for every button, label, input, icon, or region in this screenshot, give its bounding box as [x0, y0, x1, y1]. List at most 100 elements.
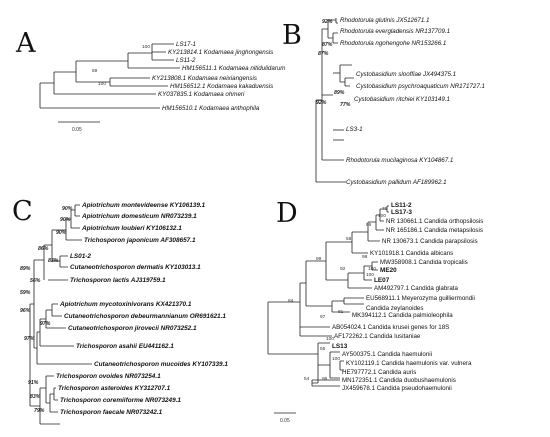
bootstrap-a-3: 100 — [98, 81, 106, 87]
leaf-b-8: Rhodotorula mucilaginosa KY104867.1 — [346, 157, 453, 164]
leaf-c-2: Apiotrichum domesticum NR073239.1 — [81, 213, 197, 220]
bootstrap-d-3: 96 — [366, 222, 372, 228]
panel-c-branches — [29, 204, 92, 425]
bootstrap-d-6: 98 — [362, 254, 368, 260]
bootstrap-d-8: 92 — [340, 266, 346, 272]
leaf-d-21: JX459678.1 Candida pseudohaemulonii — [342, 385, 452, 392]
leaf-c-11: Trichosporon asahii EU441162.1 — [76, 343, 174, 350]
panel-d: D LS11-2 LS17-3 NR 130661.1 Can — [267, 198, 483, 424]
scale-label-d: 0.05 — [280, 418, 290, 424]
bootstrap-d-4: 58 — [346, 236, 352, 242]
bootstrap-d-5: 100 — [368, 266, 376, 272]
bootstrap-c-5: 83% — [48, 258, 59, 264]
bootstrap-b-5: 77% — [340, 102, 351, 108]
leaf-d-2: LS17-3 — [391, 209, 412, 216]
leaf-c-15: Trichosporon coremiiforme NR073249.1 — [60, 397, 181, 404]
panel-a: A LS17-1 KY213814.1 Kodamaea jinghongens… — [15, 28, 285, 133]
panel-letter-d: D — [276, 198, 298, 229]
leaf-b-7: LS3-1 — [346, 126, 363, 133]
leaf-c-10: Cutaneotrichosporon jirovecii NR073252.1 — [68, 325, 197, 332]
bootstrap-c-8: 59% — [20, 290, 31, 296]
panel-letter-b: B — [282, 20, 302, 51]
leaf-d-20: MN172351.1 Candida duobushaemulonis — [342, 377, 456, 384]
leaf-d-5: NR 130673.1 Candida parapsilosis — [382, 238, 478, 245]
bootstrap-d-14: 55 — [320, 346, 326, 352]
bootstrap-a-1: 100 — [142, 44, 150, 50]
leaf-d-19: HE797772.1 Candida auris — [342, 369, 416, 376]
leaf-b-6: Cystobasidium ritchiei KY103149.1 — [354, 96, 450, 103]
leaf-b-4: Cystobasidium slooffiae JX494375.1 — [356, 71, 456, 78]
bootstrap-c-10: 97% — [40, 321, 51, 327]
bootstrap-d-13: 97 — [320, 314, 326, 320]
bootstrap-c-14: 79% — [34, 408, 45, 414]
bootstrap-b-6: 92% — [316, 100, 327, 106]
bootstrap-c-4: 86% — [38, 246, 49, 252]
bootstrap-c-13: 83% — [30, 394, 41, 400]
leaf-d-9: LE07 — [374, 277, 390, 284]
bootstrap-c-2: 90% — [60, 217, 71, 223]
leaf-d-17: AY500375.1 Candida haemulonii — [342, 351, 432, 358]
leaf-d-7: MW358908.1 Candida tropicalis — [380, 259, 468, 266]
bootstrap-b-4: 89% — [334, 90, 345, 96]
leaf-c-3: Apiotrichum loubieri KY106132.1 — [81, 225, 182, 232]
leaf-d-16: LS13 — [332, 343, 348, 350]
bootstrap-c-9: 96% — [20, 308, 31, 314]
leaf-a-6: HM156512.1 Kodamaea kakaduensis — [170, 83, 273, 90]
panel-letter-a: A — [15, 28, 36, 59]
leaf-d-8: ME20 — [380, 267, 397, 274]
panel-b: B Rhodotorula glutinis JX512671.1 Rhodot… — [282, 17, 485, 186]
leaf-c-5: LS01-2 — [70, 253, 91, 260]
bootstrap-d-17: 54 — [304, 376, 310, 382]
panel-c: C Apiotrichum montevideense KY106139.1 A… — [12, 196, 228, 425]
leaf-d-4: NR 165186.1 Candida metapsilosis — [386, 227, 483, 234]
leaf-d-18: KY102119.1 Candida haemulonis var. vulne… — [346, 360, 472, 367]
leaf-c-16: Trichosporon faecale NR073242.1 — [60, 409, 163, 416]
leaf-d-12: Candida zeylanoides — [366, 305, 423, 312]
leaf-c-9: Cutaneotrichosporon debeurmannianum OR69… — [64, 313, 226, 320]
panel-a-branches — [39, 43, 180, 123]
bootstrap-c-12: 91% — [28, 380, 39, 386]
leaf-c-8: Apiotrichum mycotoxinivorans KX421370.1 — [59, 301, 192, 308]
leaf-c-12: Cutaneotrichosporon mucoides KY107339.1 — [94, 361, 228, 368]
bootstrap-b-1: 92% — [322, 19, 333, 25]
leaf-c-7: Trichosporon lactis AJ319759.1 — [70, 277, 166, 284]
leaf-a-5: KY213808.1 Kodamaea neixiangensis — [152, 75, 257, 82]
bootstrap-c-7: 56% — [30, 278, 41, 284]
bootstrap-d-15: 100 — [332, 356, 340, 362]
leaf-d-14: AB054024.1 Candida krusei genes for 18S — [332, 324, 449, 331]
panel-letter-c: C — [12, 196, 33, 227]
leaf-d-3: NR 130661.1 Candida orthopsilosis — [386, 218, 483, 225]
leaf-c-14: Trichosporon asteroides KY312707.1 — [58, 385, 171, 392]
bootstrap-d-12: 100 — [326, 336, 334, 342]
bootstrap-c-1: 90% — [62, 206, 73, 212]
leaf-b-1: Rhodotorula glutinis JX512671.1 — [340, 17, 429, 24]
bootstrap-c-6: 89% — [20, 266, 31, 272]
leaf-d-15: AF172262.1 Candida lusitaniae — [334, 333, 421, 340]
leaf-d-10: AM492797.1 Candida glabrata — [374, 285, 458, 292]
leaf-a-1: LS17-1 — [176, 41, 196, 48]
bootstrap-d-10: 81 — [338, 309, 344, 315]
bootstrap-d-9: 99 — [316, 256, 322, 262]
leaf-d-11: EU568911.1 Meyerozyma guilliermondii — [366, 295, 475, 302]
bootstrap-a-2: 69 — [92, 68, 98, 74]
leaf-a-3: LS11-2 — [176, 57, 196, 64]
bootstrap-d-16: 96 — [322, 376, 328, 382]
leaf-b-2: Rhodotorula evergladensis NR137709.1 — [340, 28, 450, 35]
leaf-a-8: HM156510.1 Kodamaea anthophila — [162, 105, 260, 112]
bootstrap-d-7: 100 — [366, 272, 374, 278]
leaf-b-3: Rhodotorula ngohengohe NR153266.1 — [340, 40, 446, 47]
leaf-a-4: HM156511.1 Kodamaea nitidulidarum — [182, 65, 285, 72]
bootstrap-d-2: 100 — [378, 213, 386, 219]
bootstrap-d-1: 70 — [382, 206, 388, 212]
bootstrap-b-2: 87% — [322, 42, 333, 48]
leaf-d-1: LS11-2 — [391, 202, 412, 209]
bootstrap-d-11: 84 — [288, 298, 294, 304]
scale-label-a: 0.05 — [72, 127, 82, 133]
leaf-c-1: Apiotrichum montevideense KY106139.1 — [81, 202, 206, 209]
leaf-d-13: MK394112.1 Candida palmioleophila — [352, 312, 453, 319]
leaf-c-13: Trichosporon ovoides NR073254.1 — [56, 373, 161, 380]
leaf-c-6: Cutaneotrichosporon dermatis KY103013.1 — [70, 264, 201, 271]
bootstrap-c-3: 90% — [56, 230, 67, 236]
bootstrap-b-3: 87% — [318, 51, 329, 57]
